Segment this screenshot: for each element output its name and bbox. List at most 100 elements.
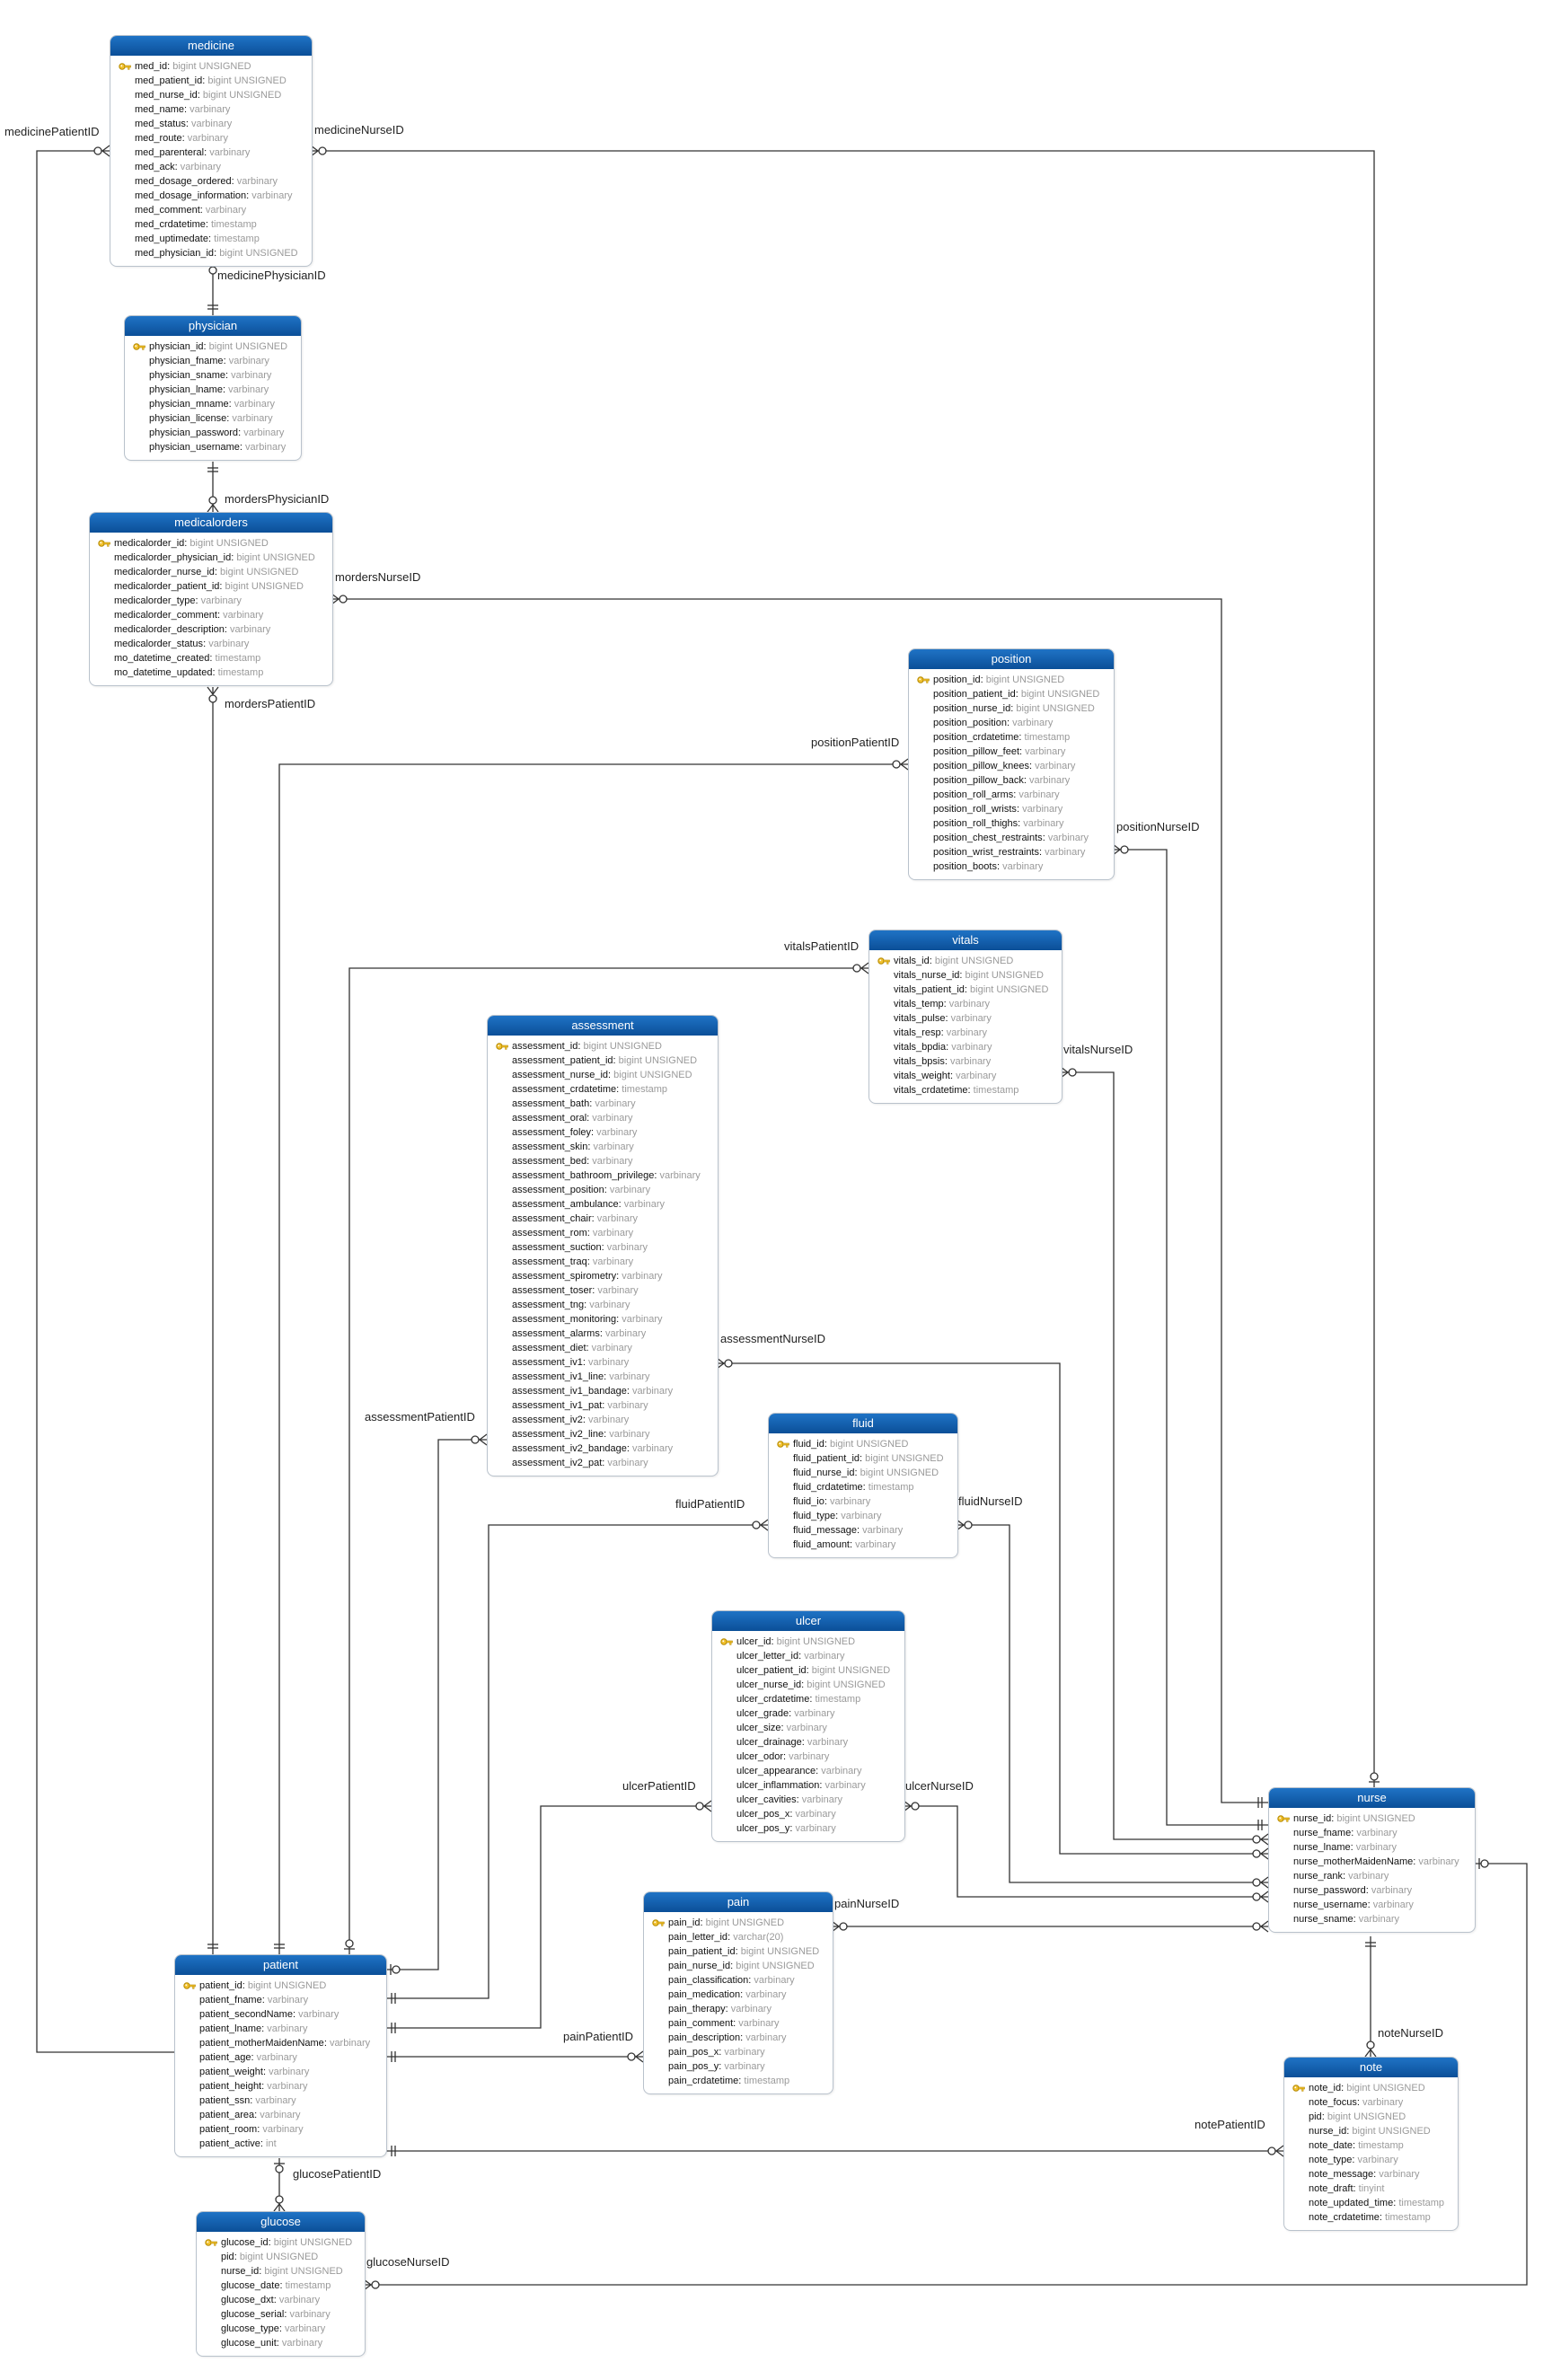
column-row[interactable]: assessment_iv1_line: varbinary	[488, 1370, 718, 1384]
column-row[interactable]: assessment_crdatetime: timestamp	[488, 1082, 718, 1097]
column-row[interactable]: med_comment: varbinary	[110, 203, 312, 217]
column-row[interactable]: med_crdatetime: timestamp	[110, 217, 312, 232]
column-row[interactable]: assessment_position: varbinary	[488, 1183, 718, 1197]
column-row[interactable]: patient_ssn: varbinary	[175, 2094, 386, 2108]
column-row[interactable]: ulcer_pos_x: varbinary	[712, 1807, 904, 1821]
column-row[interactable]: medicalorder_description: varbinary	[90, 622, 332, 637]
column-row[interactable]: glucose_serial: varbinary	[197, 2307, 365, 2322]
table-title[interactable]: note	[1284, 2058, 1458, 2077]
column-row[interactable]: note_draft: tinyint	[1284, 2182, 1458, 2196]
column-row[interactable]: nurse_id: bigint UNSIGNED	[197, 2264, 365, 2279]
column-row[interactable]: med_id: bigint UNSIGNED	[110, 59, 312, 74]
column-row[interactable]: patient_age: varbinary	[175, 2050, 386, 2065]
column-row[interactable]: vitals_patient_id: bigint UNSIGNED	[869, 983, 1062, 997]
column-row[interactable]: position_pillow_back: varbinary	[909, 773, 1114, 788]
column-row[interactable]: assessment_alarms: varbinary	[488, 1327, 718, 1341]
column-row[interactable]: nurse_rank: varbinary	[1269, 1869, 1475, 1883]
column-row[interactable]: assessment_iv2_bandage: varbinary	[488, 1441, 718, 1456]
column-row[interactable]: glucose_unit: varbinary	[197, 2336, 365, 2350]
column-row[interactable]: vitals_nurse_id: bigint UNSIGNED	[869, 968, 1062, 983]
column-row[interactable]: vitals_weight: varbinary	[869, 1069, 1062, 1083]
column-row[interactable]: med_dosage_information: varbinary	[110, 189, 312, 203]
column-row[interactable]: pain_nurse_id: bigint UNSIGNED	[644, 1959, 833, 1973]
column-row[interactable]: ulcer_inflammation: varbinary	[712, 1778, 904, 1793]
column-row[interactable]: pain_letter_id: varchar(20)	[644, 1930, 833, 1944]
column-row[interactable]: patient_height: varbinary	[175, 2079, 386, 2094]
table-title[interactable]: position	[909, 649, 1114, 669]
column-row[interactable]: patient_fname: varbinary	[175, 1993, 386, 2007]
column-row[interactable]: position_roll_arms: varbinary	[909, 788, 1114, 802]
column-row[interactable]: note_id: bigint UNSIGNED	[1284, 2081, 1458, 2095]
column-row[interactable]: med_name: varbinary	[110, 102, 312, 117]
column-row[interactable]: note_focus: varbinary	[1284, 2095, 1458, 2110]
column-row[interactable]: patient_motherMaidenName: varbinary	[175, 2036, 386, 2050]
column-row[interactable]: physician_id: bigint UNSIGNED	[125, 339, 301, 354]
column-row[interactable]: assessment_iv1: varbinary	[488, 1355, 718, 1370]
column-row[interactable]: medicalorder_comment: varbinary	[90, 608, 332, 622]
column-row[interactable]: pain_pos_y: varbinary	[644, 2059, 833, 2074]
column-row[interactable]: fluid_nurse_id: bigint UNSIGNED	[769, 1466, 957, 1480]
column-row[interactable]: vitals_resp: varbinary	[869, 1026, 1062, 1040]
column-row[interactable]: assessment_toser: varbinary	[488, 1283, 718, 1298]
table-title[interactable]: vitals	[869, 930, 1062, 950]
column-row[interactable]: ulcer_odor: varbinary	[712, 1750, 904, 1764]
table-title[interactable]: nurse	[1269, 1788, 1475, 1808]
column-row[interactable]: fluid_id: bigint UNSIGNED	[769, 1437, 957, 1451]
column-row[interactable]: glucose_dxt: varbinary	[197, 2293, 365, 2307]
column-row[interactable]: assessment_iv2_pat: varbinary	[488, 1456, 718, 1470]
column-row[interactable]: nurse_motherMaidenName: varbinary	[1269, 1855, 1475, 1869]
column-row[interactable]: glucose_type: varbinary	[197, 2322, 365, 2336]
column-row[interactable]: physician_lname: varbinary	[125, 383, 301, 397]
column-row[interactable]: medicalorder_status: varbinary	[90, 637, 332, 651]
column-row[interactable]: patient_id: bigint UNSIGNED	[175, 1979, 386, 1993]
column-row[interactable]: med_nurse_id: bigint UNSIGNED	[110, 88, 312, 102]
column-row[interactable]: assessment_skin: varbinary	[488, 1140, 718, 1154]
column-row[interactable]: pain_crdatetime: timestamp	[644, 2074, 833, 2088]
column-row[interactable]: fluid_type: varbinary	[769, 1509, 957, 1523]
column-row[interactable]: assessment_foley: varbinary	[488, 1125, 718, 1140]
column-row[interactable]: physician_mname: varbinary	[125, 397, 301, 411]
column-row[interactable]: vitals_id: bigint UNSIGNED	[869, 954, 1062, 968]
column-row[interactable]: patient_room: varbinary	[175, 2122, 386, 2137]
column-row[interactable]: ulcer_letter_id: varbinary	[712, 1649, 904, 1663]
column-row[interactable]: position_crdatetime: timestamp	[909, 730, 1114, 745]
column-row[interactable]: vitals_temp: varbinary	[869, 997, 1062, 1011]
column-row[interactable]: physician_sname: varbinary	[125, 368, 301, 383]
column-row[interactable]: medicalorder_id: bigint UNSIGNED	[90, 536, 332, 551]
column-row[interactable]: position_wrist_restraints: varbinary	[909, 845, 1114, 859]
column-row[interactable]: position_position: varbinary	[909, 716, 1114, 730]
column-row[interactable]: patient_area: varbinary	[175, 2108, 386, 2122]
column-row[interactable]: pain_medication: varbinary	[644, 1988, 833, 2002]
table-title[interactable]: glucose	[197, 2212, 365, 2232]
column-row[interactable]: glucose_id: bigint UNSIGNED	[197, 2235, 365, 2250]
column-row[interactable]: assessment_suction: varbinary	[488, 1240, 718, 1255]
column-row[interactable]: assessment_iv2_line: varbinary	[488, 1427, 718, 1441]
column-row[interactable]: position_roll_wrists: varbinary	[909, 802, 1114, 816]
column-row[interactable]: position_patient_id: bigint UNSIGNED	[909, 687, 1114, 701]
table-title[interactable]: medicalorders	[90, 513, 332, 533]
column-row[interactable]: position_pillow_feet: varbinary	[909, 745, 1114, 759]
column-row[interactable]: patient_secondName: varbinary	[175, 2007, 386, 2022]
column-row[interactable]: nurse_lname: varbinary	[1269, 1840, 1475, 1855]
column-row[interactable]: assessment_traq: varbinary	[488, 1255, 718, 1269]
column-row[interactable]: vitals_bpdia: varbinary	[869, 1040, 1062, 1054]
table-title[interactable]: ulcer	[712, 1611, 904, 1631]
column-row[interactable]: fluid_crdatetime: timestamp	[769, 1480, 957, 1494]
column-row[interactable]: fluid_io: varbinary	[769, 1494, 957, 1509]
table-title[interactable]: physician	[125, 316, 301, 336]
column-row[interactable]: assessment_iv1_bandage: varbinary	[488, 1384, 718, 1398]
table-title[interactable]: pain	[644, 1892, 833, 1912]
column-row[interactable]: pain_description: varbinary	[644, 2031, 833, 2045]
column-row[interactable]: ulcer_nurse_id: bigint UNSIGNED	[712, 1678, 904, 1692]
table-medicalorders[interactable]: medicalorders medicalorder_id: bigint UNS…	[89, 512, 333, 686]
column-row[interactable]: assessment_tng: varbinary	[488, 1298, 718, 1312]
column-row[interactable]: assessment_bathroom_privilege: varbinary	[488, 1168, 718, 1183]
column-row[interactable]: assessment_diet: varbinary	[488, 1341, 718, 1355]
column-row[interactable]: med_uptimedate: timestamp	[110, 232, 312, 246]
